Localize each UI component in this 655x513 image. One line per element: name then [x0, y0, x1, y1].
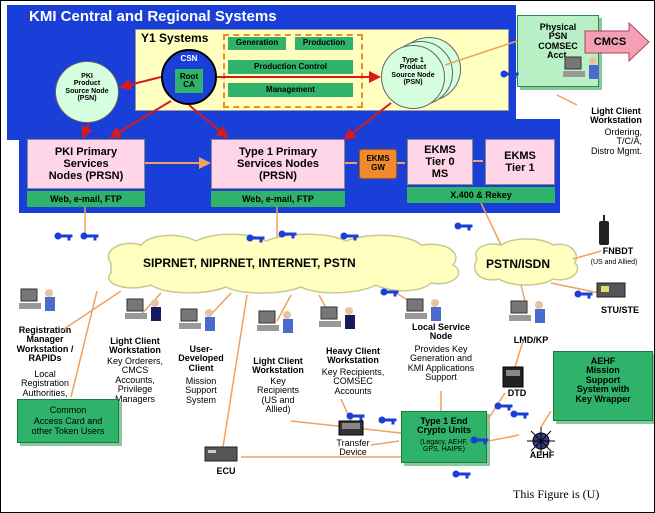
- common-access-box: Common Access Card and other Token Users: [17, 399, 119, 443]
- key-icon: [510, 410, 529, 419]
- light-client-top-desc: Ordering, T/C/A, Distro Mgmt.: [590, 127, 642, 156]
- heavy-client-desc: Key Recipients, COMSEC Accounts: [321, 367, 385, 396]
- key-icon: [454, 222, 473, 231]
- fnbdt-title: FNBDT: [602, 246, 634, 256]
- kmi-title: KMI Central and Regional Systems: [29, 8, 277, 25]
- fnbdt-sub: (US and Allied): [590, 259, 638, 266]
- key-icon: [340, 232, 359, 241]
- orange-local: [392, 290, 420, 308]
- cmcs-label: CMCS: [593, 36, 627, 48]
- key-icon: [380, 288, 399, 297]
- aehf-mission-box: [553, 351, 653, 421]
- root-ca-box: Root CA: [175, 69, 203, 93]
- ekms-tier1-box: EKMS Tier 1: [485, 139, 555, 185]
- registration-title: Registration Manager Workstation / RAPID…: [16, 325, 74, 364]
- orange-lc-top: [556, 94, 578, 106]
- stu-label: STU/STE: [600, 305, 639, 315]
- stu-device-icon: [596, 282, 626, 298]
- classification-label: This Figure is (U): [513, 487, 600, 501]
- heavy-client-title: Heavy Client Workstation: [325, 346, 381, 366]
- orange-aehf-box: [540, 410, 552, 428]
- user-developed-desc: Mission Support System: [185, 376, 217, 405]
- key-icon: [346, 412, 365, 421]
- type1-psn-label: Type 1 Product Source Node (PSN): [391, 57, 435, 87]
- light-client-recipients-desc: Key Recipients (US and Allied): [256, 376, 300, 415]
- light-client-orders-title: Light Client Workstation: [109, 336, 161, 356]
- production-box: Production: [295, 37, 353, 50]
- physical-psn-label: Physical PSN COMSEC Acct.: [538, 22, 578, 61]
- key-icon: [80, 232, 99, 241]
- lmd-label: LMD/KP: [513, 335, 549, 345]
- pki-prsn-box: PKI Primary Services Nodes (PRSN): [27, 139, 145, 189]
- networks-label: SIPRNET, NIPRNET, INTERNET, PSTN: [143, 256, 356, 270]
- ekms-tier0-box: EKMS Tier 0 MS: [407, 139, 473, 185]
- workstation-icon: [19, 288, 55, 311]
- transfer-device-icon: [338, 420, 364, 436]
- orange-lc-crypto: [290, 420, 402, 434]
- key-icon: [54, 232, 73, 241]
- aehf-label: AEHF: [529, 450, 555, 460]
- y1-production-group: [223, 34, 363, 108]
- local-service-desc: Provides Key Generation and KMI Applicat…: [407, 344, 475, 383]
- workstation-icon: [509, 300, 545, 323]
- management-box: Management: [228, 83, 353, 97]
- workstation-icon: [319, 306, 355, 329]
- workstation-icon: [125, 298, 161, 321]
- type1-prsn-services: Web, e-mail, FTP: [211, 191, 345, 207]
- dtd-label: DTD: [507, 388, 527, 398]
- pki-psn-node: [55, 61, 119, 123]
- type1-end-crypto-desc: (Legacy, AEHF, GPS, HAIPE): [420, 439, 468, 454]
- x400-rekey-box: X.400 & Rekey: [407, 187, 555, 203]
- orange-user: [204, 292, 232, 322]
- orange-heavy-transfer: [340, 398, 352, 422]
- key-icon: [494, 402, 513, 411]
- light-client-recipients-title: Light Client Workstation: [252, 356, 304, 376]
- orange-heavy: [318, 294, 332, 318]
- pstn-label: PSTN/ISDN: [486, 257, 551, 271]
- key-icon: [246, 234, 265, 243]
- light-client-top-title: Light Client Workstation: [590, 106, 642, 126]
- key-icon: [574, 290, 593, 299]
- orange-lc-orders: [136, 292, 162, 320]
- user-developed-title: User- Developed Client: [178, 344, 224, 373]
- ecu-label: ECU: [216, 466, 236, 476]
- key-icon: [452, 470, 471, 479]
- local-service-title: Local Service Node: [411, 322, 471, 342]
- generation-box: Generation: [228, 37, 286, 50]
- ecu-device-icon: [204, 446, 238, 462]
- pki-prsn-services: Web, e-mail, FTP: [27, 191, 145, 207]
- workstation-icon: [405, 298, 441, 321]
- key-icon: [278, 230, 297, 239]
- orange-aehf-crypto: [488, 434, 520, 442]
- workstation-icon: [179, 308, 215, 331]
- key-icon: [378, 416, 397, 425]
- type1-psn-node: [381, 45, 445, 109]
- orange-pstn-stu: [550, 282, 600, 294]
- orange-lc-rec: [276, 294, 292, 322]
- aehf-mission-label: AEHF Mission Support System with Key Wra…: [575, 356, 631, 404]
- y1-systems-title: Y1 Systems: [141, 31, 209, 45]
- orange-pstn-lmd: [520, 284, 526, 302]
- light-client-orders-desc: Key Orderers, CMCS Accounts, Privilege M…: [106, 356, 164, 404]
- workstation-icon: [257, 310, 293, 333]
- phone-icon: [599, 215, 609, 245]
- pki-psn-label: PKI Product Source Node (PSN): [65, 73, 109, 103]
- transfer-device-label: Transfer Device: [336, 438, 370, 458]
- csn-label: CSN: [180, 54, 198, 63]
- type1-prsn-box: Type 1 Primary Services Nodes (PRSN): [211, 139, 345, 189]
- type1-end-crypto-title: Type 1 End Crypto Units: [417, 416, 471, 436]
- production-control-box: Production Control: [228, 60, 353, 74]
- dtd-device-icon: [502, 366, 524, 388]
- ekms-gw-box: EKMS GW: [359, 149, 397, 179]
